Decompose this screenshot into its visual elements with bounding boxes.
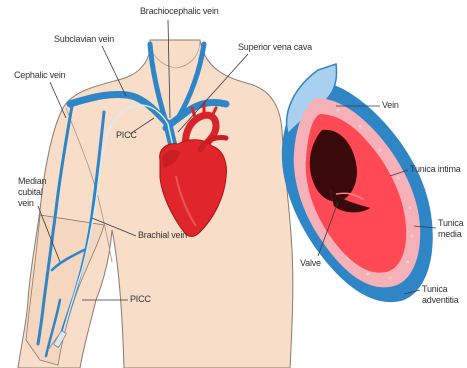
label-brachial-vein: Brachial vein [138,230,187,241]
label-subclavian-vein: Subclavian vein [54,34,114,45]
label-vein: Vein [382,100,399,111]
label-picc-lower: PICC [130,294,151,305]
label-median-cubital-vein: Median cubital vein [18,176,46,209]
label-picc-upper: PICC [116,130,137,141]
label-cephalic-vein: Cephalic vein [14,70,65,81]
label-tunica-adventitia: Tunica adventitia [422,284,459,306]
label-superior-vena-cava: Superior vena cava [238,42,312,53]
leader-cephalic [50,82,66,118]
label-tunica-media: Tunica media [438,218,463,240]
label-valve: Valve [300,258,321,269]
label-brachiocephalic-vein: Brachiocephalic vein [140,6,219,17]
label-tunica-intima: Tunica intima [410,164,461,175]
